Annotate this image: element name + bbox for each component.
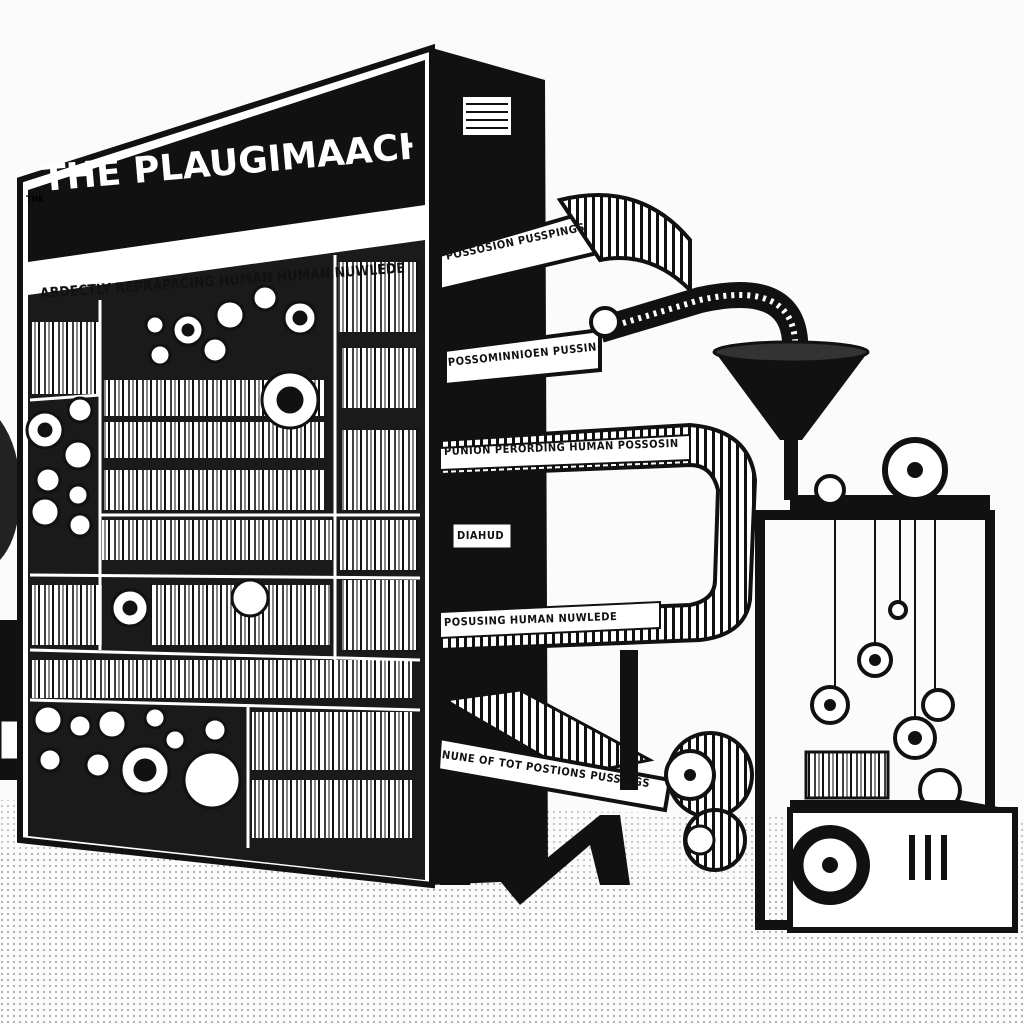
gear-frame	[755, 437, 1018, 933]
lower-stand	[435, 650, 754, 905]
cabinet-front	[17, 43, 435, 889]
arm-label-4: DIAHUD	[457, 529, 505, 542]
title-prefix: THE	[26, 195, 44, 205]
left-edge-machine	[0, 420, 30, 780]
conveyor-arms	[438, 193, 758, 653]
pipe-and-funnel	[589, 282, 870, 500]
cabinet-gears	[25, 284, 320, 810]
